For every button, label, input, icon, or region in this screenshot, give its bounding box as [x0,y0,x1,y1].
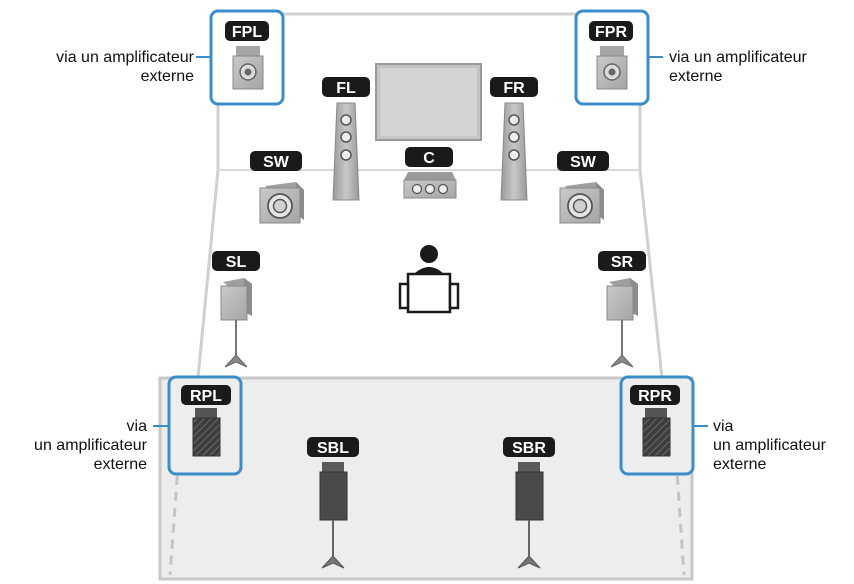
annotation-leader-lines [153,56,708,427]
rpr-annotation-line-3: externe [713,456,767,473]
svg-text:SW: SW [570,154,597,171]
label-rpr: RPR [630,385,680,405]
rpl-annotation-line-2: un amplificateur [34,437,147,454]
label-fpr: FPR [589,21,633,41]
rpr-annotation: via un amplificateur externe [713,417,826,474]
label-sbr: SBR [503,437,555,457]
label-sw-left: SW [250,151,302,171]
svg-text:SBL: SBL [317,440,349,457]
label-sr: SR [598,251,646,271]
label-fl: FL [322,77,370,97]
fpl-speaker [232,46,264,90]
fpr-annotation: via un amplificateur externe [669,48,807,86]
svg-text:FL: FL [336,80,356,97]
rpl-annotation-line-1: via [126,418,147,435]
fpr-annotation-line-2: externe [669,68,723,85]
label-sbl: SBL [307,437,359,457]
svg-text:SL: SL [226,254,247,271]
sw-left-speaker [259,182,304,224]
sw-right-speaker [559,182,604,224]
rpl-speaker [192,408,221,457]
tv-screen [375,63,482,141]
listener-icon [398,245,460,314]
fpl-annotation: via un amplificateur externe [56,48,194,86]
svg-text:RPR: RPR [638,388,672,405]
fpl-annotation-line-1: via un amplificateur [56,49,194,66]
label-fpl: FPL [225,21,269,41]
rpl-annotation-line-3: externe [93,456,147,473]
rpr-annotation-line-1: via [713,418,734,435]
sbl-speaker [319,462,348,569]
svg-text:SR: SR [611,254,634,271]
fr-speaker [500,102,528,201]
fpl-annotation-line-2: externe [140,68,194,85]
label-sw-right: SW [557,151,609,171]
svg-text:RPL: RPL [190,388,222,405]
svg-text:C: C [423,150,435,167]
c-speaker [403,172,457,199]
label-rpl: RPL [181,385,231,405]
svg-text:SW: SW [263,154,290,171]
svg-text:FR: FR [503,80,525,97]
label-c: C [405,147,453,167]
svg-text:SBR: SBR [512,440,546,457]
fpr-annotation-line-1: via un amplificateur [669,49,807,66]
rpr-annotation-line-2: un amplificateur [713,437,826,454]
rpl-annotation: via un amplificateur externe [34,417,147,474]
rpr-speaker [642,408,671,457]
sbr-speaker [515,462,544,569]
label-sl: SL [212,251,260,271]
label-fr: FR [490,77,538,97]
svg-text:FPL: FPL [232,24,262,41]
sl-speaker [220,278,252,368]
rear-speaker-zone [158,376,694,581]
fl-speaker [332,102,360,201]
fpr-speaker [596,46,628,90]
sr-speaker [606,278,638,368]
svg-text:FPR: FPR [595,24,627,41]
